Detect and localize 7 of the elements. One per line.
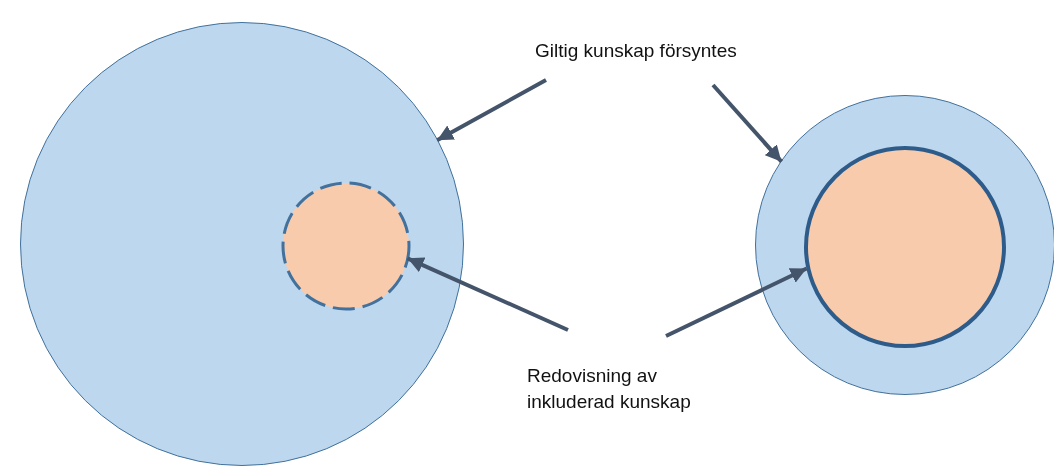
arrow <box>711 83 783 163</box>
callout-text: Giltig kunskap försyntes <box>535 38 765 64</box>
arrow <box>406 256 569 332</box>
callout-text: Redovisning av inkluderad kunskap <box>527 363 707 415</box>
inner-circle <box>281 181 411 311</box>
arrow <box>665 266 808 338</box>
arrow <box>436 78 547 142</box>
